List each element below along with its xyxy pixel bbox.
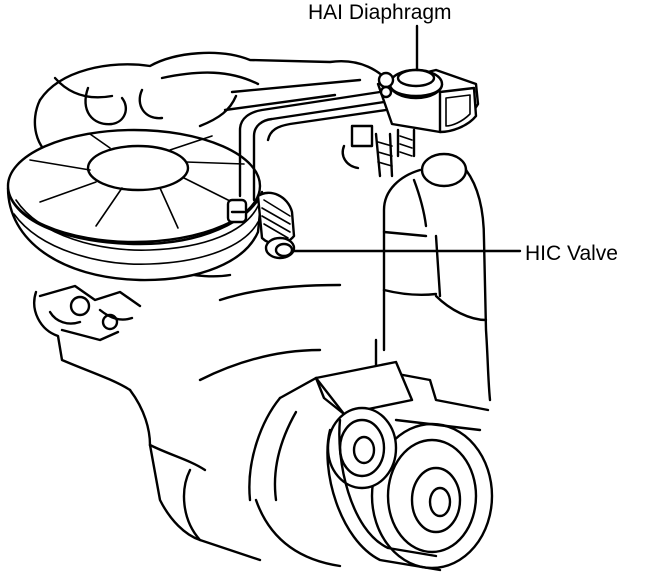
hic-valve (256, 191, 296, 260)
drive-belt (254, 418, 482, 572)
mounting-bracket (341, 124, 394, 178)
hic-valve-label: HIC Valve (525, 242, 618, 265)
hai-diaphragm (376, 68, 480, 158)
hai-diaphragm-label: HAI Diaphragm (308, 1, 452, 24)
engine-block (33, 248, 342, 562)
callout-leaders (290, 24, 522, 253)
hai-hoses (198, 90, 388, 202)
alternator-pulley (326, 406, 398, 490)
alternator-bracket (248, 360, 414, 502)
hose-assembly (374, 152, 492, 412)
air-cleaner (6, 128, 264, 282)
